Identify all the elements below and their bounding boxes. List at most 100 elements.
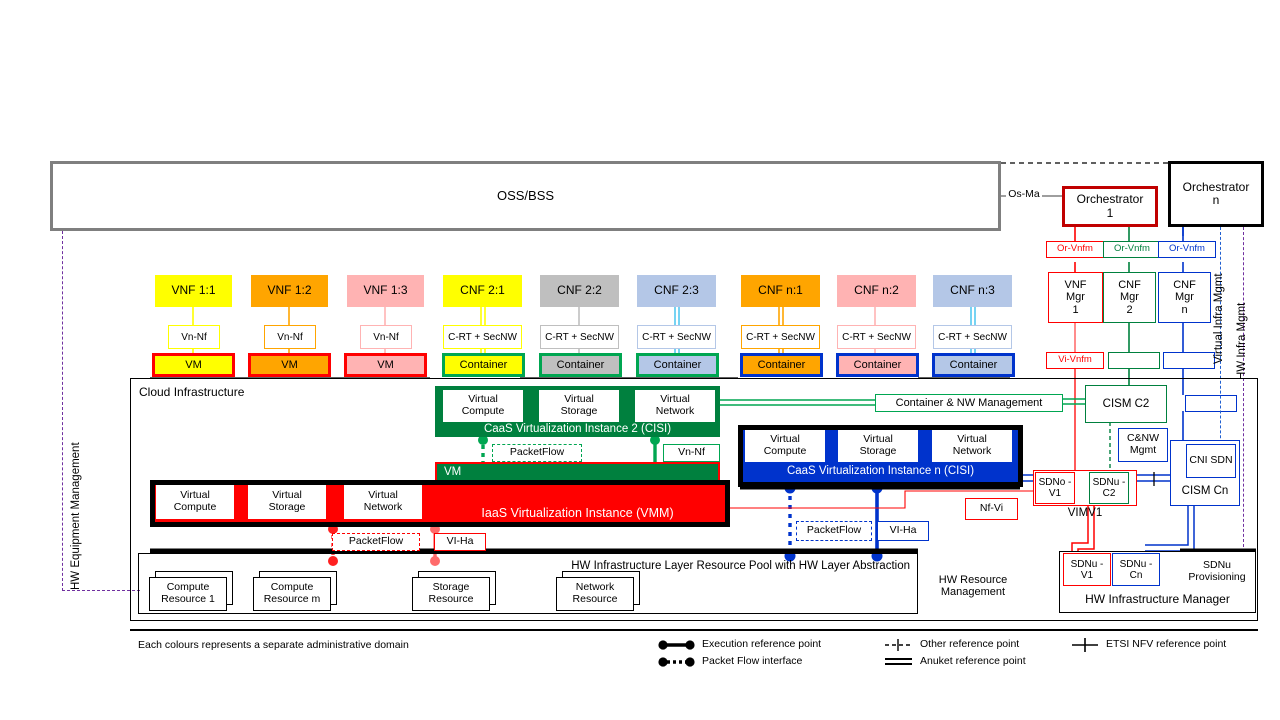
vmm-box[interactable] bbox=[150, 480, 730, 527]
cisi-2-virtual-network: Virtual Network bbox=[635, 390, 715, 422]
nf-iface-5: C-RT + SecNW bbox=[637, 325, 716, 349]
nf-base-1: VM bbox=[248, 353, 331, 377]
legend-etsi-nfv-reference-point: ETSI NFV reference point bbox=[1106, 638, 1227, 650]
nf-base-0: VM bbox=[152, 353, 235, 377]
sdnu-c2: SDNu -C2 bbox=[1089, 472, 1129, 504]
ref-vi-vnfm-n-lower bbox=[1185, 395, 1237, 412]
storage-resource: Storage Resource bbox=[412, 577, 490, 611]
nf-base-7: Container bbox=[836, 353, 919, 377]
nf-box-6[interactable]: CNF n:1 bbox=[741, 275, 820, 307]
ref-packetflow-green: PacketFlow bbox=[492, 444, 582, 462]
ref-packetflow-red: PacketFlow bbox=[332, 533, 420, 551]
orchestrator-1-label: Orchestrator bbox=[1076, 192, 1144, 207]
orchestrator-n-label: Orchestrator bbox=[1182, 179, 1250, 194]
hw-infra-mgmt-line bbox=[1243, 227, 1244, 547]
ref-nf-vi: Nf-Vi bbox=[965, 498, 1018, 520]
nf-iface-3: C-RT + SecNW bbox=[443, 325, 522, 349]
virtual-infra-mgmt-label: Virtual Infra Mgmt bbox=[1213, 273, 1225, 364]
cisi-n-virtual-network: Virtual Network bbox=[932, 430, 1012, 462]
orchestrator-n[interactable]: Orchestrator n bbox=[1168, 161, 1264, 227]
cnf-mgr-n[interactable]: CNF Mgr n bbox=[1158, 272, 1211, 323]
ref-or-vnfm-2: Or-Vnfm bbox=[1103, 241, 1161, 258]
orchestrator-n-index: n bbox=[1212, 193, 1220, 207]
nf-box-2[interactable]: VNF 1:3 bbox=[347, 275, 424, 307]
sdnu-provisioning: SDNu Provisioning bbox=[1188, 558, 1246, 583]
vmm-title: IaaS Virtualization Instance (VMM) bbox=[481, 506, 674, 521]
nf-iface-7: C-RT + SecNW bbox=[837, 325, 916, 349]
ref-vi-vnfm-2 bbox=[1108, 352, 1160, 369]
legend-execution-reference-point: Execution reference point bbox=[702, 638, 822, 650]
ref-packetflow-blue: PacketFlow bbox=[796, 521, 872, 541]
hw-equipment-mgmt-line-vertical bbox=[62, 231, 63, 591]
legend-anuket-reference-point: Anuket reference point bbox=[920, 655, 1026, 667]
sdnu-v1: SDNu -V1 bbox=[1063, 553, 1111, 586]
nf-base-3: Container bbox=[442, 353, 525, 377]
orchestrator-1[interactable]: Orchestrator 1 bbox=[1062, 186, 1158, 227]
cloud-infrastructure-box bbox=[130, 378, 1258, 621]
nf-box-1[interactable]: VNF 1:2 bbox=[251, 275, 328, 307]
ref-vn-nf-green: Vn-Nf bbox=[663, 444, 720, 462]
legend-other-reference-point: Other reference point bbox=[920, 638, 1020, 650]
hw-infra-mgmt-label: HW Infra Mgmt bbox=[1236, 302, 1248, 380]
nf-iface-8: C-RT + SecNW bbox=[933, 325, 1012, 349]
nf-base-8: Container bbox=[932, 353, 1015, 377]
nf-base-5: Container bbox=[636, 353, 719, 377]
vmm-virtual-network: Virtual Network bbox=[344, 485, 422, 519]
oss-bss-box[interactable]: OSS/BSS bbox=[50, 161, 1001, 231]
c-nw-mgmt[interactable]: C&NW Mgmt bbox=[1118, 428, 1168, 462]
cisi-n-title: CaaS Virtualization Instance n (CISI) bbox=[786, 464, 975, 477]
compute-resource-m: Compute Resource m bbox=[253, 577, 331, 611]
nf-box-0[interactable]: VNF 1:1 bbox=[155, 275, 232, 307]
nf-iface-6: C-RT + SecNW bbox=[741, 325, 820, 349]
nf-box-3[interactable]: CNF 2:1 bbox=[443, 275, 522, 307]
ref-vi-ha-blue: VI-Ha bbox=[877, 521, 929, 541]
cloud-infrastructure-label: Cloud Infrastructure bbox=[139, 385, 245, 399]
network-resource: Network Resource bbox=[556, 577, 634, 611]
vimv1-label: VIMV1 bbox=[1067, 506, 1103, 519]
nf-box-5[interactable]: CNF 2:3 bbox=[637, 275, 716, 307]
virtual-infra-mgmt-line bbox=[1220, 227, 1221, 473]
oss-bss-label: OSS/BSS bbox=[496, 187, 555, 203]
cni-sdn: CNI SDN bbox=[1186, 444, 1236, 478]
nf-iface-0: Vn-Nf bbox=[168, 325, 220, 349]
container-nw-management[interactable]: Container & NW Management bbox=[875, 394, 1063, 412]
hw-infrastructure-manager-label: HW Infrastructure Manager bbox=[1085, 592, 1230, 607]
ref-or-vnfm-1: Or-Vnfm bbox=[1046, 241, 1104, 258]
sdno-v1: SDNo -V1 bbox=[1035, 472, 1075, 504]
nf-base-2: VM bbox=[344, 353, 427, 377]
vmm-virtual-storage: Virtual Storage bbox=[248, 485, 326, 519]
orchestrator-1-index: 1 bbox=[1106, 205, 1114, 220]
cisi-2-virtual-compute: Virtual Compute bbox=[443, 390, 523, 422]
ref-vi-vnfm-1: Vi-Vnfm bbox=[1046, 352, 1104, 369]
cisi-2-title: CaaS Virtualization Instance 2 (CISI) bbox=[483, 423, 672, 436]
footer-note: Each colours represents a separate admin… bbox=[138, 639, 409, 651]
cisi-2-vm-label: VM bbox=[444, 466, 462, 478]
nf-iface-1: Vn-Nf bbox=[264, 325, 316, 349]
nf-box-8[interactable]: CNF n:3 bbox=[933, 275, 1012, 307]
nf-box-7[interactable]: CNF n:2 bbox=[837, 275, 916, 307]
hw-pool-title: HW Infrastructure Layer Resource Pool wi… bbox=[571, 559, 910, 572]
ref-os-ma-label: Os-Ma bbox=[1008, 188, 1040, 201]
nf-base-6: Container bbox=[740, 353, 823, 377]
compute-resource-1: Compute Resource 1 bbox=[149, 577, 227, 611]
cism-cn-label: CISM Cn bbox=[1181, 484, 1229, 497]
nf-base-4: Container bbox=[539, 353, 622, 377]
ref-vi-vnfm-n bbox=[1163, 352, 1215, 369]
sdnu-cn: SDNu -Cn bbox=[1112, 553, 1160, 586]
cisi-n-virtual-storage: Virtual Storage bbox=[838, 430, 918, 462]
ref-vi-ha-red: VI-Ha bbox=[434, 533, 486, 551]
ref-os-ma: Os-Ma bbox=[1006, 186, 1042, 204]
cism-c2[interactable]: CISM C2 bbox=[1085, 385, 1167, 423]
hw-resource-management-label: HW Resource Management bbox=[938, 573, 1008, 598]
nf-iface-2: Vn-Nf bbox=[360, 325, 412, 349]
ref-or-vnfm-n: Or-Vnfm bbox=[1158, 241, 1216, 258]
cisi-n-virtual-compute: Virtual Compute bbox=[745, 430, 825, 462]
vnf-mgr-1[interactable]: VNF Mgr 1 bbox=[1048, 272, 1103, 323]
legend-packet-flow-interface: Packet Flow interface bbox=[702, 655, 803, 667]
footer-divider bbox=[130, 629, 1258, 631]
hw-equipment-mgmt-line-horizontal bbox=[62, 590, 140, 591]
vmm-virtual-compute: Virtual Compute bbox=[156, 485, 234, 519]
cnf-mgr-2[interactable]: CNF Mgr 2 bbox=[1103, 272, 1156, 323]
cisi-2-virtual-storage: Virtual Storage bbox=[539, 390, 619, 422]
nf-box-4[interactable]: CNF 2:2 bbox=[540, 275, 619, 307]
